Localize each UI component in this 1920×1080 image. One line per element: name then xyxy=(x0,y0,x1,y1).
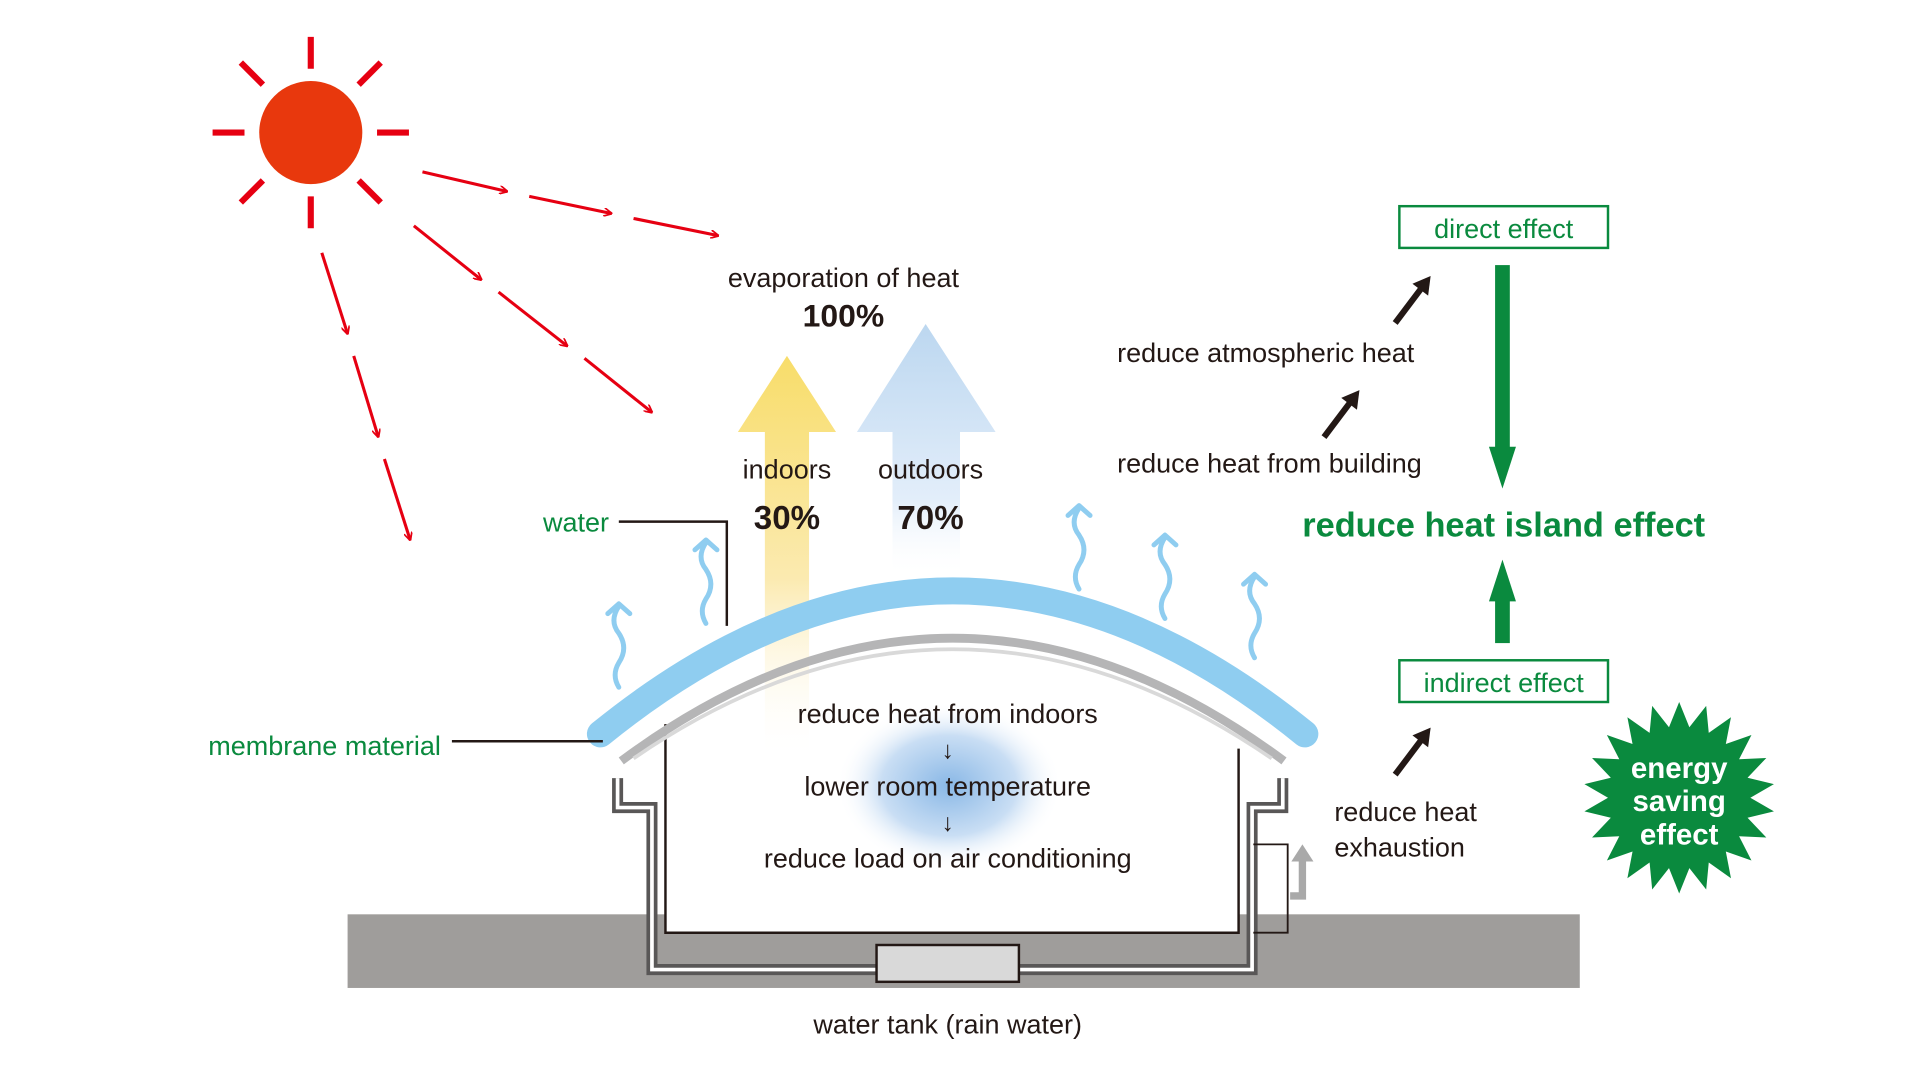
energy-saving-line1: energy xyxy=(1631,752,1728,785)
down-arrow-icon xyxy=(1488,265,1516,489)
heat-island-effect-title: reduce heat island effect xyxy=(1302,506,1705,544)
down-arrow-icon: ↓ xyxy=(942,810,954,837)
wavy-vapor-arrow-icon xyxy=(1065,503,1093,592)
wavy-vapor-arrow-icon xyxy=(1151,532,1179,622)
indoors-label: indoors xyxy=(743,455,832,485)
up-arrow-icon xyxy=(1290,861,1307,900)
up-arrow-icon xyxy=(1392,275,1431,325)
ray-arrow-icon xyxy=(412,224,482,280)
up-arrow-icon xyxy=(1321,390,1360,439)
outdoors-value: 70% xyxy=(897,500,963,537)
reduce-heat-exhaustion-line2: exhaustion xyxy=(1334,833,1465,863)
up-arrow-icon xyxy=(1488,559,1516,644)
water-tank xyxy=(875,943,1021,984)
water-label: water xyxy=(542,507,609,537)
membrane-label: membrane material xyxy=(208,731,441,761)
ray-arrow-icon xyxy=(320,252,348,334)
indoors-heat-arrow xyxy=(737,355,837,761)
ray-arrow-icon xyxy=(352,355,379,437)
ray-arrow-icon xyxy=(633,216,719,235)
lower-room-temp-text: lower room temperature xyxy=(804,771,1091,801)
ray-arrow-icon xyxy=(382,458,410,540)
outdoors-heat-arrow xyxy=(856,324,996,577)
membrane-layer-inner xyxy=(632,647,1273,760)
starburst-badge-icon xyxy=(1584,702,1774,894)
water-layer xyxy=(586,577,1319,748)
membrane-layer-outer xyxy=(618,633,1287,765)
evaporation-title: evaporation of heat xyxy=(728,263,960,293)
energy-saving-line2: saving xyxy=(1633,785,1726,818)
up-arrow-icon xyxy=(1392,727,1431,777)
indirect-effect-label: indirect effect xyxy=(1424,668,1585,698)
direct-effect-box xyxy=(1398,204,1610,250)
exhaust-duct xyxy=(1253,843,1289,934)
wavy-vapor-arrow-icon xyxy=(605,601,633,690)
reduce-ac-load-text: reduce load on air conditioning xyxy=(764,844,1132,874)
ray-arrow-icon xyxy=(583,357,652,412)
wavy-vapor-arrow-icon xyxy=(1241,571,1269,661)
wavy-vapor-arrow-icon xyxy=(692,537,720,626)
ray-arrow-icon xyxy=(497,290,568,346)
cool-room-glow xyxy=(836,702,1062,869)
water-leader-line xyxy=(618,520,729,626)
down-arrow-icon: ↓ xyxy=(942,737,954,764)
reduce-heat-exhaustion-line1: reduce heat xyxy=(1334,797,1477,827)
indirect-effect-box xyxy=(1398,659,1610,704)
energy-saving-line3: effect xyxy=(1640,818,1719,851)
ray-arrow-icon xyxy=(422,170,507,192)
reduce-indoor-heat-text: reduce heat from indoors xyxy=(798,699,1098,729)
direct-effect-label: direct effect xyxy=(1434,214,1574,244)
indoors-value: 30% xyxy=(754,500,820,537)
evaporation-value: 100% xyxy=(803,297,885,333)
reduce-building-heat-text: reduce heat from building xyxy=(1117,448,1422,478)
sun-icon xyxy=(212,36,409,229)
ray-arrow-icon xyxy=(528,194,611,213)
water-tank-label: water tank (rain water) xyxy=(812,1009,1082,1039)
reduce-atmospheric-heat-text: reduce atmospheric heat xyxy=(1117,338,1415,368)
outdoors-label: outdoors xyxy=(878,455,983,485)
sunlight-rays xyxy=(320,170,719,540)
